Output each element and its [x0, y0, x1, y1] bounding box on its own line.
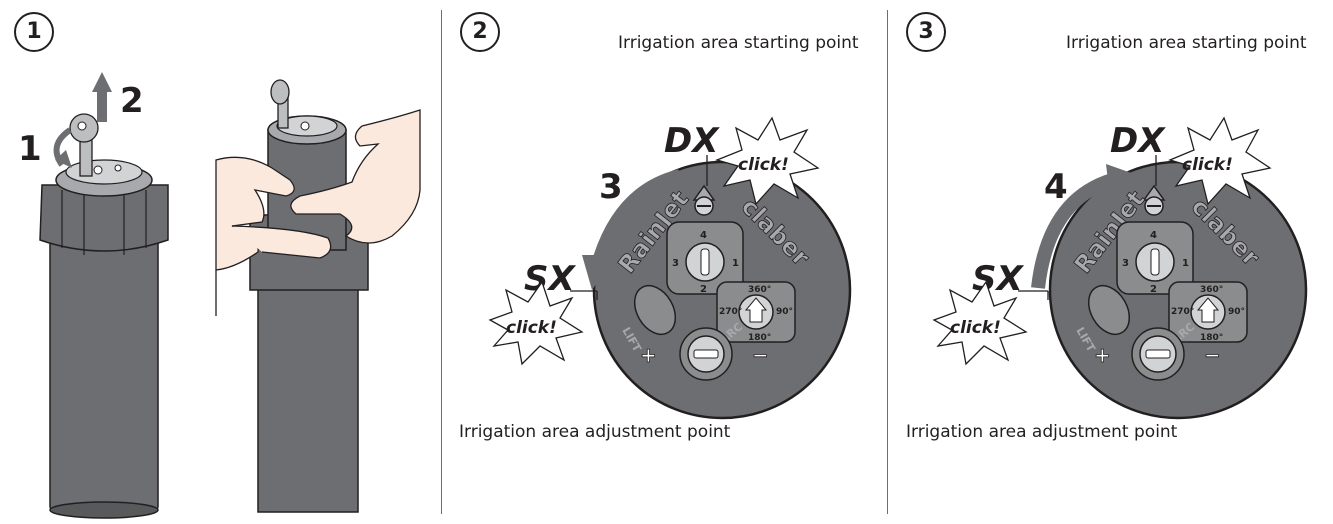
angle-label-90: 90° [1228, 307, 1245, 317]
position-label-3: 3 [1122, 258, 1129, 269]
key-tool-right-icon [270, 79, 290, 129]
sx-label: SX [524, 259, 576, 299]
step-number: 1 [14, 12, 54, 52]
position-label-2: 2 [1150, 284, 1157, 295]
angle-label-180: 180° [1200, 333, 1223, 343]
rotate-arrow-icon [53, 127, 72, 168]
position-label-4: 4 [700, 230, 707, 241]
rotation-step-label: 4 [1044, 167, 1068, 207]
minus-sign: − [752, 343, 769, 367]
starting-point-caption: Irrigation area starting point [1066, 33, 1307, 53]
angle-label-270: 270° [719, 307, 742, 317]
angle-label-270: 270° [1171, 307, 1194, 317]
position-label-3: 3 [672, 258, 679, 269]
starting-point-caption: Irrigation area starting point [618, 33, 859, 53]
position-label-2: 2 [700, 284, 707, 295]
lift-arrow-icon [92, 72, 112, 122]
step-2-diagram: RainJet claber 4 1 2 3 360° 90° 180° 270… [488, 116, 852, 420]
rotation-step-label: 3 [599, 167, 623, 207]
click-burst-bottom-icon [932, 280, 1028, 366]
sprinkler-dial: RainJet claber 4 1 2 3 360° 90° 180° 270… [1048, 160, 1308, 420]
adjustment-point-caption: Irrigation area adjustment point [459, 422, 731, 442]
angle-label-360: 360° [1200, 285, 1223, 295]
panel-divider [887, 10, 888, 514]
step-2-panel: 2 Irrigation area starting point Irrigat… [442, 0, 887, 524]
angle-label-180: 180° [748, 333, 771, 343]
minus-sign: − [1204, 343, 1221, 367]
right-hand-icon [290, 109, 421, 244]
step-3-panel: 3 Irrigation area starting point Irrigat… [888, 0, 1333, 524]
key-tool-icon [69, 113, 99, 177]
sprinkler-dial: RainJet claber 4 1 2 3 360° 90° 180° 270… [592, 160, 852, 420]
step-number: 3 [906, 12, 946, 52]
rotation-arrow-icon [582, 169, 682, 290]
sprinkler-body-left [39, 159, 169, 519]
click-burst-bottom-icon [488, 280, 584, 366]
step-3-diagram: RainJet claber 4 1 2 3 360° 90° 180° 270… [932, 116, 1308, 420]
click-bottom-label: click! [506, 318, 557, 338]
step-number: 2 [460, 12, 500, 52]
dx-label: DX [664, 121, 720, 161]
click-top-label: click! [738, 155, 789, 175]
step-1-panel: 1 2 1 [0, 0, 440, 524]
panel-divider [441, 10, 442, 514]
adjustment-point-caption: Irrigation area adjustment point [906, 422, 1178, 442]
rotate-step-label: 1 [18, 129, 42, 169]
position-label-4: 4 [1150, 230, 1157, 241]
position-label-1: 1 [1182, 258, 1189, 269]
angle-label-360: 360° [748, 285, 771, 295]
step-1-illustration: 2 1 [18, 72, 421, 519]
position-label-1: 1 [732, 258, 739, 269]
rotation-arrow-icon [1031, 164, 1140, 289]
plus-sign: + [640, 343, 657, 367]
angle-label-90: 90° [776, 307, 793, 317]
dx-label: DX [1110, 121, 1166, 161]
click-bottom-label: click! [950, 318, 1001, 338]
lift-step-label: 2 [120, 81, 144, 121]
plus-sign: + [1094, 343, 1111, 367]
click-burst-top-icon [1168, 116, 1272, 206]
left-hand-icon [215, 156, 332, 316]
click-top-label: click! [1182, 155, 1233, 175]
click-burst-top-icon [714, 116, 820, 206]
